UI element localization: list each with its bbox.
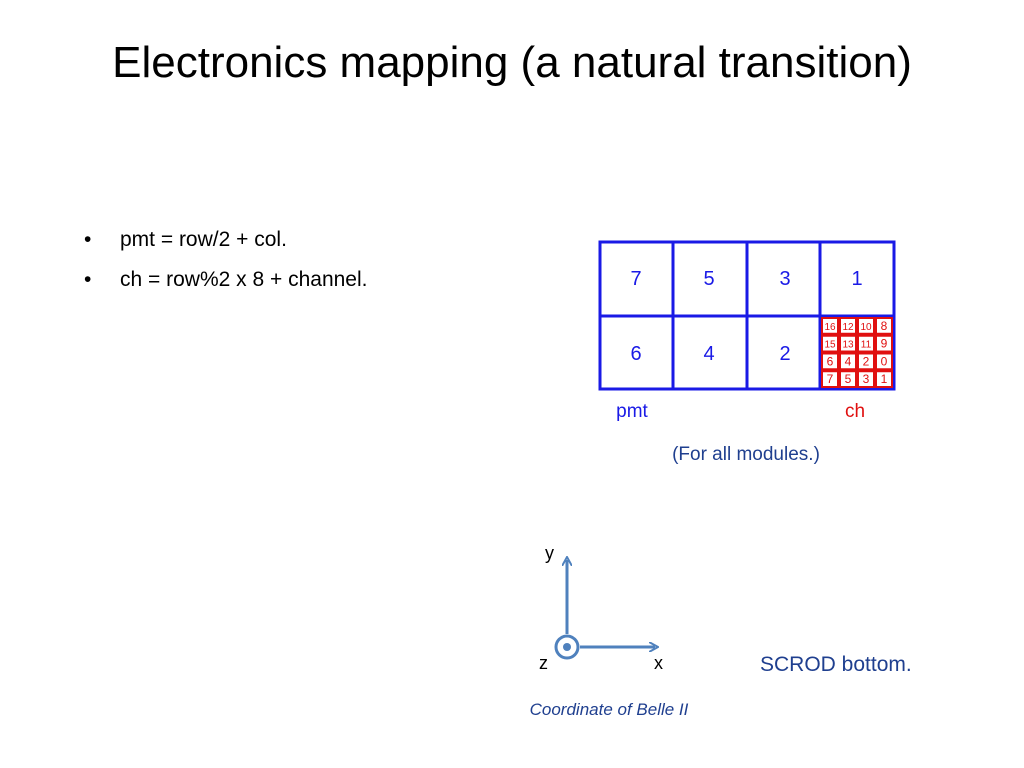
pmt-number: 2 xyxy=(779,343,790,365)
channel-number: 4 xyxy=(845,354,852,368)
channel-cell xyxy=(877,354,891,369)
channel-number: 15 xyxy=(824,340,836,351)
channel-cell xyxy=(841,319,855,333)
channel-number: 13 xyxy=(842,340,854,351)
x-axis-label: x xyxy=(654,653,663,673)
channel-cell xyxy=(859,319,873,333)
z-axis-dot-icon xyxy=(563,643,571,651)
pmt-label: pmt xyxy=(616,401,648,422)
channel-cell xyxy=(859,372,873,386)
pmt-number: 7 xyxy=(630,268,641,290)
pmt-number: 6 xyxy=(630,343,641,365)
channel-cell xyxy=(877,336,891,351)
channel-cell xyxy=(823,354,837,369)
channel-number: 10 xyxy=(860,322,872,333)
channel-number: 0 xyxy=(881,354,888,368)
channel-number: 8 xyxy=(881,319,888,333)
channel-cell xyxy=(841,336,855,351)
bullet-item: • ch = row%2 x 8 + channel. xyxy=(80,266,367,294)
channel-cell xyxy=(841,354,855,369)
channel-cell xyxy=(877,372,891,386)
pmt-number: 4 xyxy=(703,343,714,365)
channel-cell xyxy=(823,336,837,351)
all-modules-note: (For all modules.) xyxy=(672,444,820,465)
channel-number: 12 xyxy=(842,322,854,333)
bullet-text: ch = row%2 x 8 + channel. xyxy=(120,268,368,291)
z-axis-label: z xyxy=(539,653,548,673)
y-axis-label: y xyxy=(545,543,554,563)
bullet-item: • pmt = row/2 + col. xyxy=(80,226,367,254)
channel-cell xyxy=(859,336,873,351)
scrod-label: SCROD bottom. xyxy=(760,653,912,676)
channel-number: 16 xyxy=(824,322,836,333)
channel-number: 6 xyxy=(827,354,834,368)
pmt-number: 3 xyxy=(779,268,790,290)
channel-number: 3 xyxy=(863,372,870,386)
coordinate-caption: Coordinate of Belle II xyxy=(529,700,689,719)
bullet-icon: • xyxy=(84,268,92,291)
channel-number: 9 xyxy=(881,337,888,351)
pmt-number: 5 xyxy=(703,268,714,290)
channel-cell xyxy=(823,319,837,333)
bullet-text: pmt = row/2 + col. xyxy=(120,228,287,251)
bullet-list: • pmt = row/2 + col. • ch = row%2 x 8 + … xyxy=(80,226,367,306)
channel-cell xyxy=(859,354,873,369)
channel-cell xyxy=(823,372,837,386)
channel-number: 1 xyxy=(881,372,888,386)
ch-label: ch xyxy=(845,401,865,422)
channel-number: 11 xyxy=(861,340,872,351)
channel-number: 5 xyxy=(845,372,852,386)
channel-number: 7 xyxy=(827,372,834,386)
channel-cell xyxy=(877,319,891,333)
bullet-icon: • xyxy=(84,228,92,251)
pmt-number: 1 xyxy=(851,268,862,290)
channel-cell xyxy=(841,372,855,386)
slide-title: Electronics mapping (a natural transitio… xyxy=(112,38,912,87)
channel-number: 2 xyxy=(863,354,870,368)
